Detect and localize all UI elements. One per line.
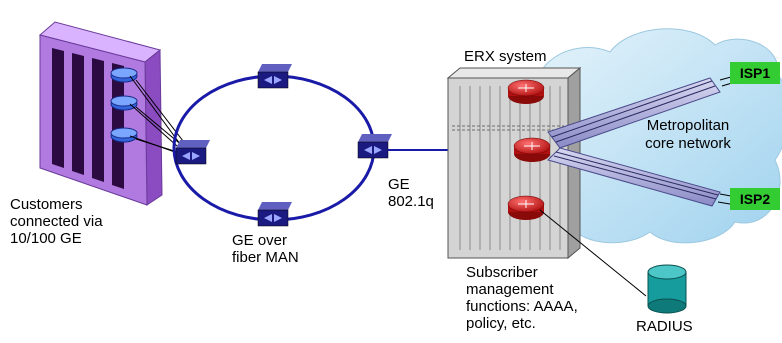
erx-chassis [446, 66, 582, 260]
ge-8021q-label: GE 802.1q [388, 176, 434, 210]
switch-right [357, 134, 392, 159]
isp1-badge: ISP1 [730, 62, 780, 84]
switch-bottom [257, 202, 292, 227]
customer-building [38, 21, 163, 206]
ge-over-fiber-label: GE over fiber MAN [232, 232, 299, 266]
radius-database-icon [647, 264, 687, 314]
radius-link [539, 209, 647, 297]
customers-label: Customers connected via 10/100 GE [10, 196, 103, 247]
isp2-badge: ISP2 [730, 188, 780, 210]
erx-router-bottom [507, 195, 545, 220]
subscriber-functions-label: Subscriber management functions: AAAA, p… [466, 264, 578, 332]
customer-device-3 [110, 127, 138, 143]
switch-left [175, 140, 210, 165]
switch-top [257, 64, 292, 89]
pipe-isp2 [547, 147, 721, 207]
metro-core-label: Metropolitan core network [645, 117, 731, 152]
ge-8021q-link [388, 114, 511, 186]
erx-system-label: ERX system [464, 48, 547, 65]
customer-device-2 [110, 95, 138, 111]
erx-router-top [507, 79, 545, 104]
erx-router-middle [513, 137, 551, 162]
pipe-isp1 [547, 77, 721, 149]
customer-device-1 [110, 67, 138, 83]
radius-label: RADIUS [636, 318, 693, 335]
